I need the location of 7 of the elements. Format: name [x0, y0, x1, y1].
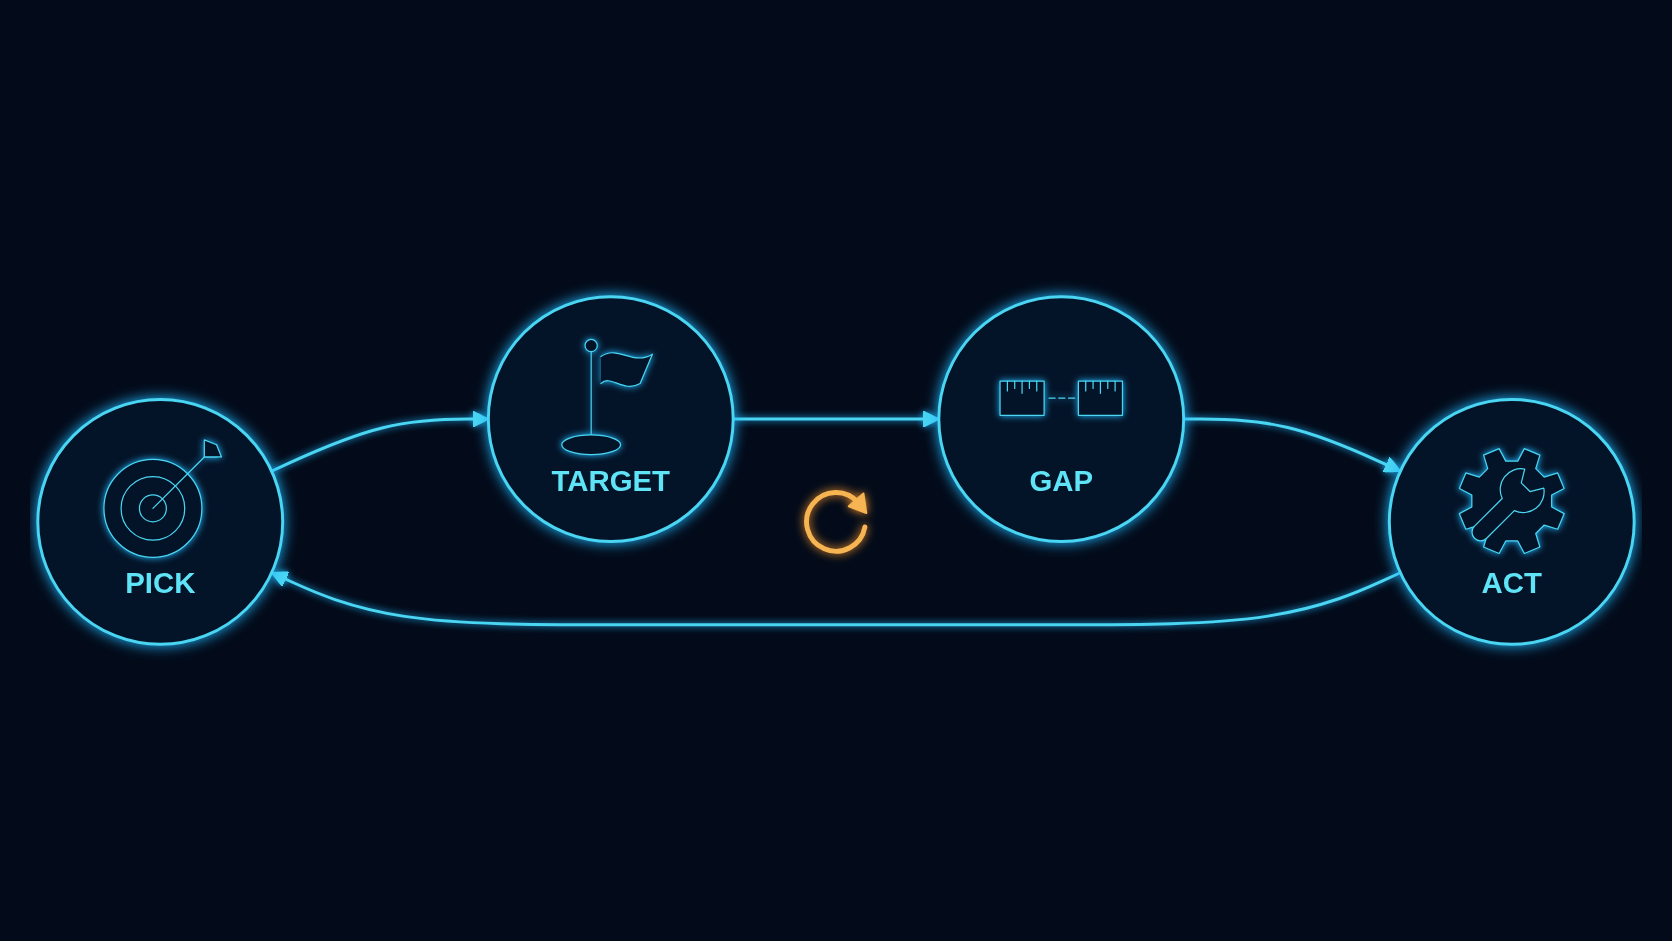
arrow	[733, 410, 940, 428]
node-circle: ACT	[1387, 398, 1636, 646]
arrow	[270, 571, 1401, 627]
node-circle: TARGET	[486, 295, 735, 543]
node-circle: PICK	[36, 398, 285, 646]
node-circle: GAP	[937, 295, 1186, 543]
arrow	[1183, 417, 1402, 473]
